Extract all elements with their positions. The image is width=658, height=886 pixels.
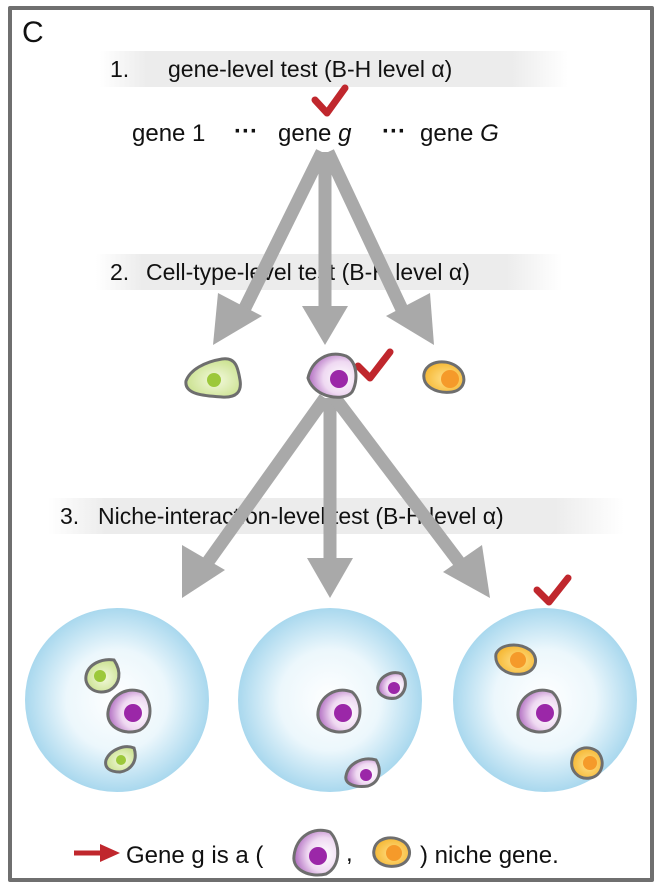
legend-yellow-cell — [372, 836, 412, 868]
ellipsis-left: ··· — [234, 118, 258, 145]
arrowhead-right — [386, 293, 434, 345]
gene-g-label: gene g — [278, 120, 351, 148]
niche-left-green-cell-2 — [104, 745, 137, 774]
arrows-celltype-to-niche — [182, 394, 490, 598]
gene-1-label: gene 1 — [132, 120, 206, 147]
arrow-line-right — [322, 149, 412, 321]
arrowhead-niche-right — [443, 545, 490, 598]
cell-type-yellow — [422, 360, 466, 394]
arrow-line-niche-left — [199, 394, 331, 570]
arrowhead-niche-center — [307, 558, 353, 598]
arrows-gene-to-celltype — [213, 149, 434, 345]
panel-label: C — [22, 16, 44, 49]
arrowhead-left — [213, 293, 262, 345]
niche-left-purple-cell — [106, 688, 152, 734]
niche-center-purple-cell-small-1 — [376, 671, 407, 700]
cell-type-green — [184, 357, 242, 399]
gene-g-var: g — [338, 120, 352, 147]
legend-red-arrow — [74, 844, 120, 862]
niche-center-purple-cell-small-2 — [344, 757, 381, 788]
legend-comma: , — [346, 840, 353, 867]
arrow-line-niche-right — [329, 394, 468, 570]
niche-right-purple-cell — [516, 688, 562, 734]
gene-g-prefix: gene — [278, 120, 332, 147]
legend-suffix: ) niche gene. — [420, 842, 559, 869]
check-gene — [311, 84, 349, 117]
gene-G-prefix: gene — [420, 120, 474, 147]
gene-G-label: gene G — [420, 120, 499, 148]
niche-right-yellow-cell-1 — [494, 643, 538, 676]
niche-left — [25, 608, 209, 792]
cell-type-purple — [306, 352, 358, 399]
step-2-number: 2. — [110, 259, 130, 285]
ellipsis-right: ··· — [382, 118, 406, 145]
arrow-line-left — [234, 149, 328, 321]
niche-right-yellow-cell-2 — [570, 746, 604, 780]
check-niche — [533, 574, 572, 606]
step-1-band — [100, 51, 568, 87]
check-celltype — [354, 348, 394, 382]
legend-purple-cell — [292, 828, 340, 877]
gene-G-var: G — [480, 120, 499, 147]
arrowhead-niche-left — [182, 545, 225, 598]
niche-left-green-cell-1 — [84, 658, 121, 694]
niche-center-purple-cell-main — [316, 688, 362, 734]
niche-center — [238, 608, 422, 792]
arrowhead-center — [302, 306, 348, 345]
niche-right — [453, 608, 637, 792]
step-2-text: Cell-type-level test (B-H level α) — [146, 259, 470, 285]
step-1-number: 1. — [110, 56, 130, 82]
step-3-number: 3. — [60, 503, 80, 529]
step-1-text: gene-level test (B-H level α) — [168, 56, 453, 82]
legend-prefix: Gene g is a ( — [126, 842, 264, 869]
